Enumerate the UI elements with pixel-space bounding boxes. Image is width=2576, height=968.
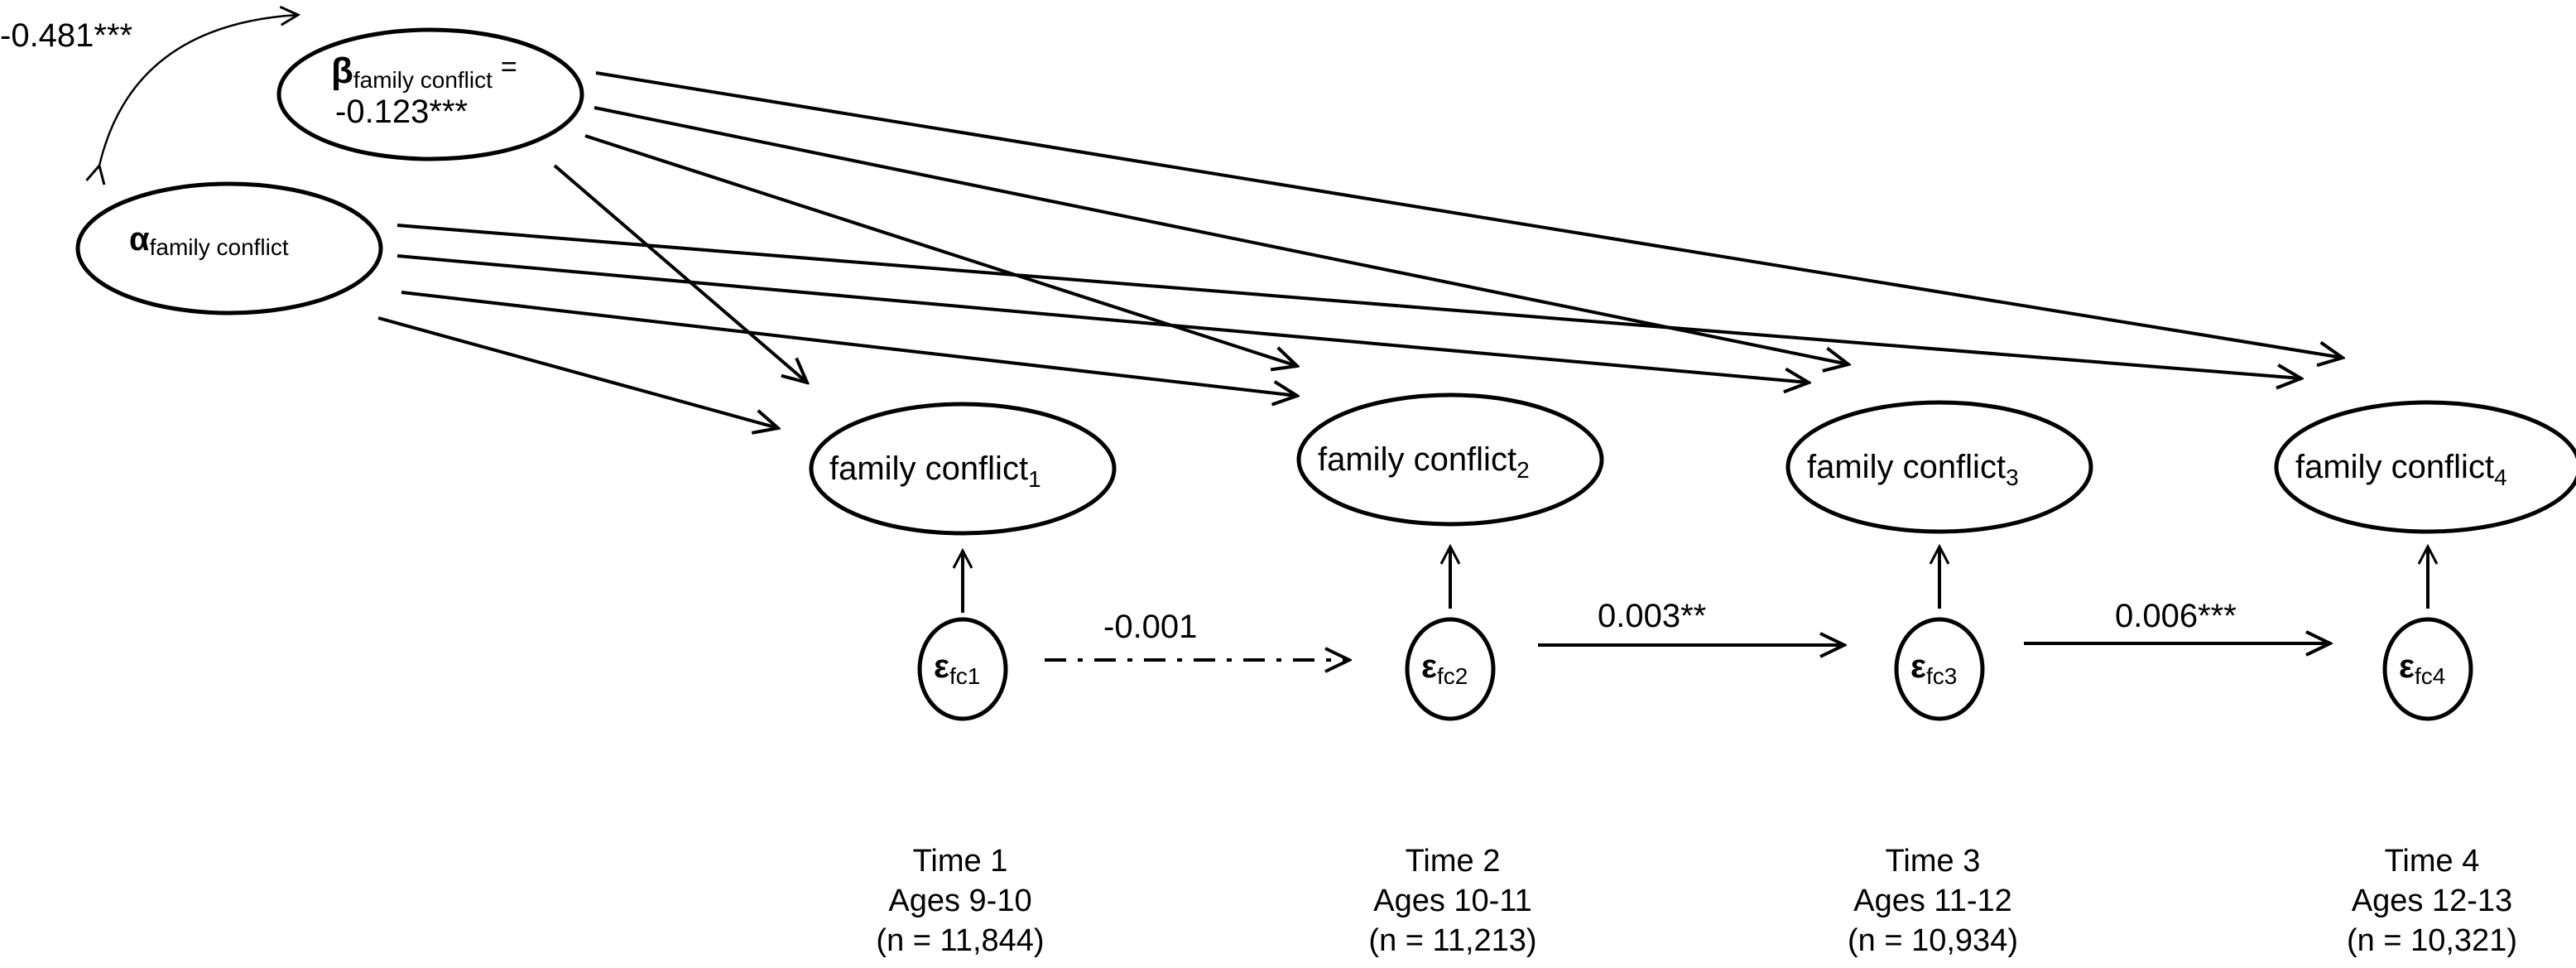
beta-label: βfamily conflict = bbox=[331, 51, 517, 93]
error-sub: fc3 bbox=[1926, 663, 1957, 689]
alpha-label: αfamily conflict bbox=[129, 221, 289, 260]
svg-text:family conflict1: family conflict1 bbox=[829, 450, 1041, 492]
observed-3: family conflict3 bbox=[1785, 400, 2093, 534]
alpha-subscript: family conflict bbox=[150, 234, 289, 260]
covariance-label: -0.481*** bbox=[0, 17, 132, 54]
svg-text:family conflict3: family conflict3 bbox=[1807, 449, 2019, 490]
beta-subscript: family conflict bbox=[353, 67, 493, 93]
timepoint-4: Time 4 Ages 12-13 (n = 10,321) bbox=[2347, 844, 2517, 958]
error-symbol: ε bbox=[2399, 648, 2415, 685]
n-label: (n = 10,321) bbox=[2347, 923, 2517, 958]
observed-sub: 2 bbox=[1516, 457, 1530, 483]
svg-text:εfc2: εfc2 bbox=[1421, 648, 1468, 689]
ages-label: Ages 10-11 bbox=[1373, 884, 1532, 918]
time-label: Time 2 bbox=[1406, 844, 1501, 879]
svg-text:εfc1: εfc1 bbox=[934, 648, 980, 689]
n-label: (n = 11,213) bbox=[1368, 923, 1536, 958]
error-path-label-2: 0.003** bbox=[1598, 598, 1706, 634]
ages-label: Ages 11-12 bbox=[1853, 884, 2012, 918]
timepoint-2: Time 2 Ages 10-11 (n = 11,213) bbox=[1368, 844, 1536, 958]
ages-label: Ages 12-13 bbox=[2352, 884, 2512, 918]
beta-latent-ellipse bbox=[276, 27, 584, 161]
error-2: εfc2 bbox=[1405, 617, 1496, 721]
error-symbol: ε bbox=[934, 648, 949, 685]
observed-sub: 1 bbox=[1028, 466, 1041, 492]
alpha-symbol: α bbox=[129, 221, 150, 258]
beta-equals: = bbox=[501, 51, 517, 83]
observed-label: family conflict bbox=[1807, 449, 2006, 485]
beta-symbol: β bbox=[331, 51, 353, 91]
observed-label: family conflict bbox=[829, 450, 1028, 487]
beta-value: -0.123*** bbox=[335, 94, 468, 130]
n-label: (n = 11,844) bbox=[876, 923, 1044, 958]
observed-2: family conflict2 bbox=[1296, 392, 1604, 527]
error-4: εfc4 bbox=[2382, 617, 2473, 721]
error-path-label-3: 0.006*** bbox=[2115, 598, 2237, 634]
n-label: (n = 10,934) bbox=[1848, 923, 2018, 958]
svg-text:εfc3: εfc3 bbox=[1910, 648, 1957, 689]
alpha-loading-3 bbox=[396, 254, 1809, 383]
error-symbol: ε bbox=[1421, 648, 1437, 685]
svg-text:family conflict2: family conflict2 bbox=[1318, 441, 1530, 483]
error-path-label-1: -0.001 bbox=[1103, 609, 1197, 645]
time-label: Time 4 bbox=[2385, 844, 2480, 879]
covariance-arrow bbox=[99, 15, 298, 166]
error-sub: fc1 bbox=[949, 663, 980, 689]
ages-label: Ages 9-10 bbox=[888, 884, 1031, 918]
observed-sub: 4 bbox=[2494, 465, 2507, 490]
observed-sub: 3 bbox=[2006, 465, 2019, 490]
observed-1: family conflict1 bbox=[809, 402, 1117, 536]
svg-text:εfc4: εfc4 bbox=[2399, 648, 2445, 689]
observed-4: family conflict4 bbox=[2274, 400, 2576, 534]
alpha-latent-ellipse bbox=[75, 181, 383, 315]
alpha-loading-1 bbox=[377, 316, 778, 428]
observed-label: family conflict bbox=[2295, 449, 2494, 485]
error-1: εfc1 bbox=[917, 617, 1008, 721]
timepoint-1: Time 1 Ages 9-10 (n = 11,844) bbox=[876, 844, 1044, 958]
alpha-loading-2 bbox=[401, 291, 1297, 396]
alpha-loading-4 bbox=[396, 224, 2301, 378]
error-sub: fc4 bbox=[2415, 663, 2445, 689]
error-sub: fc2 bbox=[1437, 663, 1468, 689]
beta-loading-1 bbox=[553, 164, 807, 383]
error-3: εfc3 bbox=[1894, 617, 1985, 721]
svg-text:family conflict4: family conflict4 bbox=[2295, 449, 2507, 490]
timepoint-3: Time 3 Ages 11-12 (n = 10,934) bbox=[1848, 844, 2018, 958]
time-label: Time 3 bbox=[1886, 844, 1981, 879]
error-symbol: ε bbox=[1910, 648, 1926, 685]
beta-loading-4 bbox=[595, 71, 2343, 358]
observed-label: family conflict bbox=[1318, 441, 1516, 478]
time-label: Time 1 bbox=[913, 844, 1008, 879]
beta-loading-3 bbox=[594, 106, 1848, 364]
